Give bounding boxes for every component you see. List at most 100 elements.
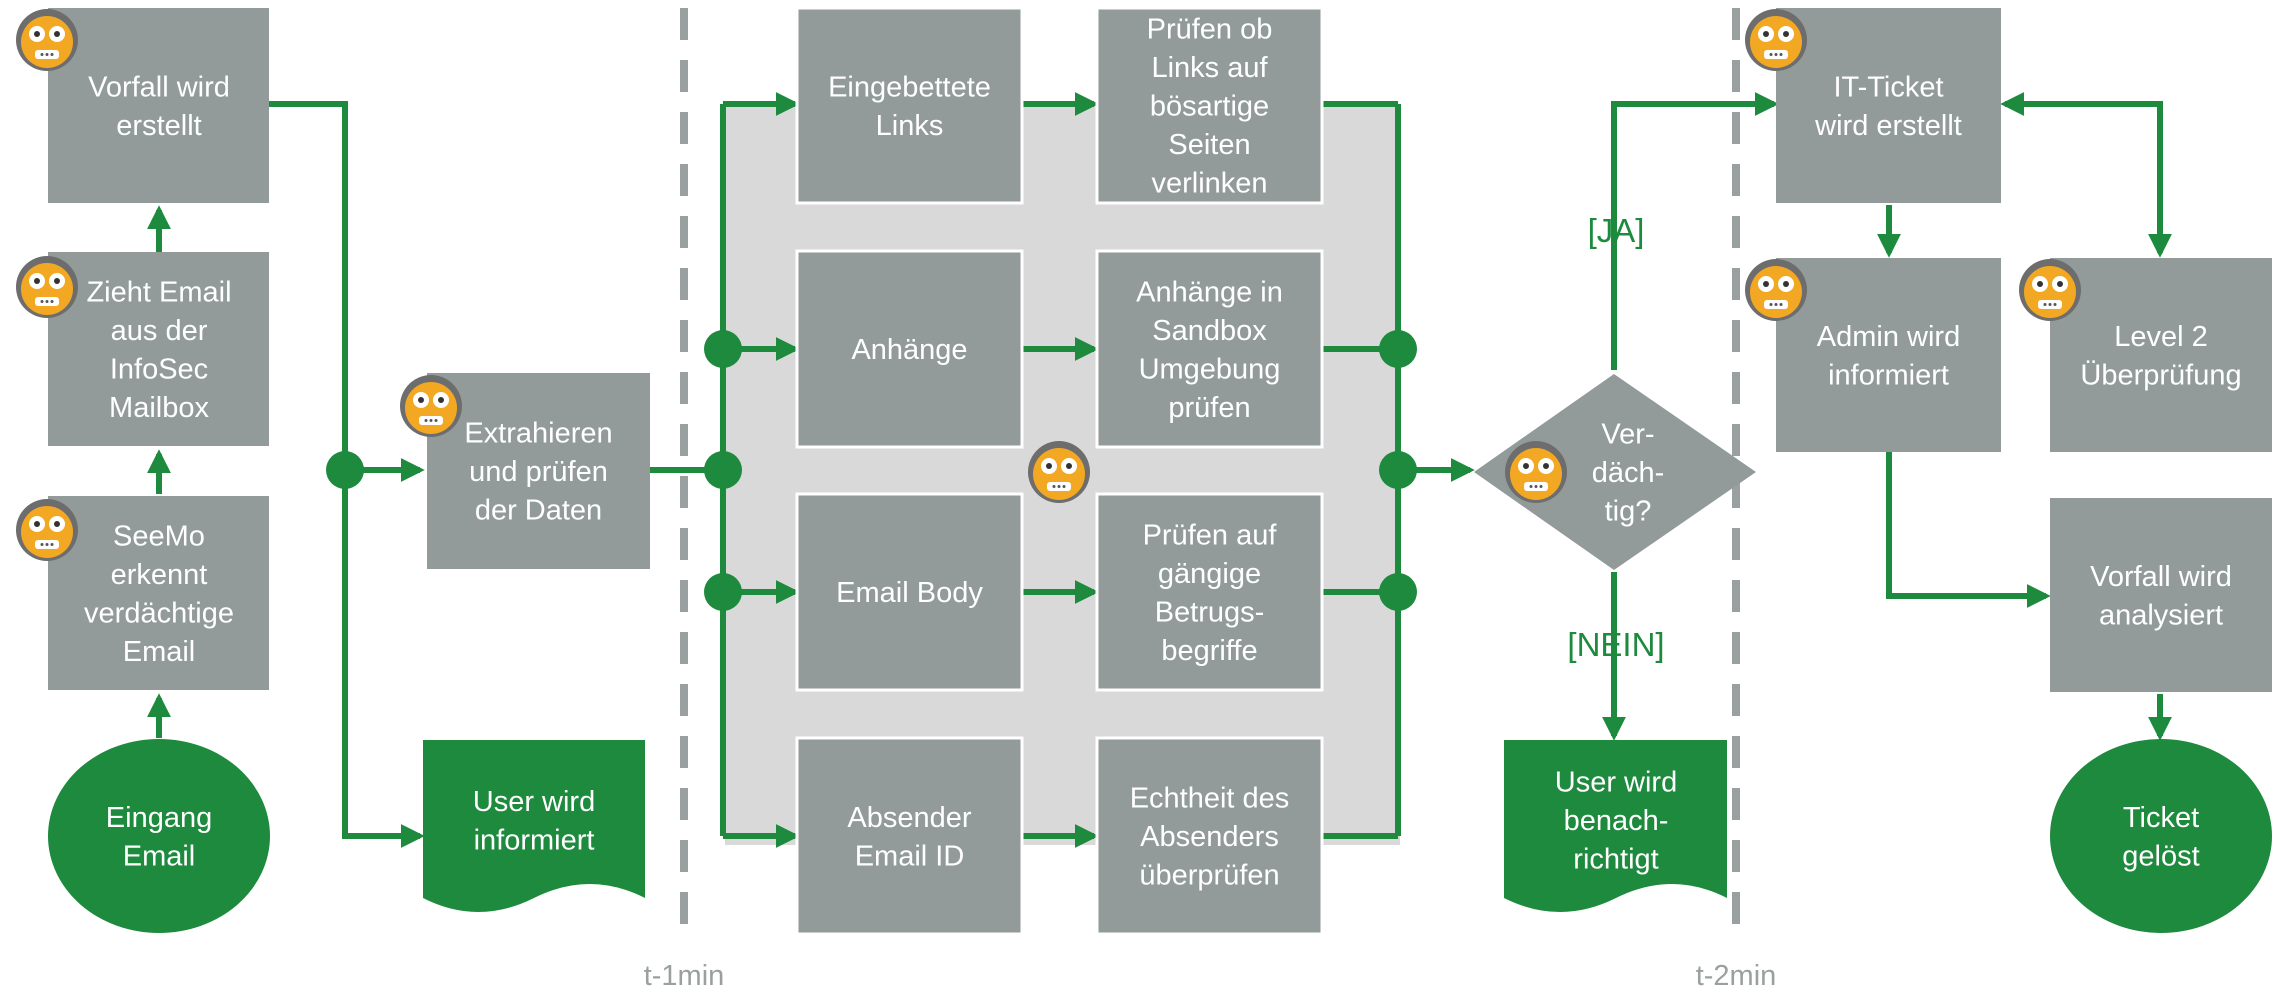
robot-face-icon xyxy=(1505,441,1567,503)
node-text-line: erstellt xyxy=(116,110,201,142)
node-extrahieren-text: Extrahieren und prüfen der Daten xyxy=(464,418,612,527)
node-text-line: verlinken xyxy=(1151,168,1267,200)
node-text-line: aus der xyxy=(111,315,208,347)
node-text-line: Prüfen auf xyxy=(1143,519,1278,551)
node-text-line: Eingang xyxy=(106,802,212,834)
node-user-informiert xyxy=(423,740,645,912)
node-level2-text: Level 2 Überprüfung xyxy=(2080,321,2241,392)
robot-face-icon xyxy=(16,499,78,561)
robot-face-icon xyxy=(1745,259,1807,321)
node-text-line: Email xyxy=(123,636,196,668)
node-absender-check xyxy=(1095,736,1324,936)
node-text-line: Links xyxy=(876,110,944,142)
node-text-line: InfoSec xyxy=(110,353,208,385)
node-zieht-email xyxy=(48,252,269,446)
node-text-line: bösartige xyxy=(1150,91,1269,123)
node-text-line: Email ID xyxy=(855,840,965,872)
node-seemo xyxy=(48,496,269,690)
node-text-line: Absenders xyxy=(1140,821,1279,853)
label-ja: [JA] xyxy=(1588,212,1645,249)
node-text-line: User wird xyxy=(473,786,595,818)
node-user-informiert-text: User wird informiert xyxy=(473,786,595,857)
node-links-check xyxy=(1095,6,1324,205)
node-anhaenge xyxy=(795,249,1024,449)
robot-face-icon xyxy=(16,256,78,318)
node-level2 xyxy=(2050,258,2272,452)
node-text-line: verdächtige xyxy=(84,597,234,629)
node-text-line: User wird xyxy=(1555,767,1677,799)
node-text-line: erkennt xyxy=(111,559,208,591)
label-t1min: t-1min xyxy=(644,960,725,992)
node-text-line: Ticket xyxy=(2123,802,2199,834)
node-body-text: Email Body xyxy=(836,577,983,609)
node-text-line: däch- xyxy=(1592,457,1665,489)
node-body xyxy=(795,492,1024,692)
node-ticket-geloest-text: Ticket gelöst xyxy=(2122,802,2199,873)
node-text-line: der Daten xyxy=(475,495,602,527)
node-text-line: Extrahieren xyxy=(464,418,612,450)
node-body-check xyxy=(1095,492,1324,692)
robot-face-icon xyxy=(1745,9,1807,71)
robot-face-icon xyxy=(400,375,462,437)
node-text-line: Links auf xyxy=(1151,52,1268,84)
node-anhaenge-check xyxy=(1095,249,1324,449)
node-text-line: Vorfall wird xyxy=(2090,561,2232,593)
node-text-line: IT-Ticket xyxy=(1833,71,1943,103)
node-text-line: gelöst xyxy=(2122,840,2199,872)
node-text-line: Seiten xyxy=(1168,129,1250,161)
node-user-benachrichtigt xyxy=(1504,740,1727,912)
node-text-line: Umgebung xyxy=(1139,353,1281,385)
node-text-line: informiert xyxy=(474,824,595,856)
node-text-line: wird erstellt xyxy=(1814,110,1962,142)
node-extrahieren xyxy=(427,373,650,569)
node-text-line: überprüfen xyxy=(1139,860,1279,892)
node-user-benachrichtigt-text: User wird benach-richtigt xyxy=(1555,767,1677,876)
node-absender xyxy=(795,736,1024,936)
node-text-line: Prüfen ob xyxy=(1147,14,1273,46)
robot-face-icon xyxy=(2019,259,2081,321)
node-text-line: SeeMo xyxy=(113,520,205,552)
node-text-line: analysiert xyxy=(2099,599,2223,631)
node-text-line: richtigt xyxy=(1573,844,1658,876)
label-t2min: t-2min xyxy=(1696,960,1777,992)
junction-dots xyxy=(326,330,1417,611)
node-text-line: Anhänge xyxy=(851,334,967,366)
node-text-line: Zieht Email xyxy=(86,276,231,308)
node-text-line: Vorfall wird xyxy=(88,71,230,103)
node-text-line: Anhänge in xyxy=(1136,276,1283,308)
node-text-line: Email Body xyxy=(836,577,983,609)
node-text-line: Admin wird xyxy=(1817,321,1960,353)
node-text-line: Betrugs- xyxy=(1155,596,1265,628)
node-eingang-email xyxy=(48,739,270,933)
node-vorfall-erstellt-text: Vorfall wird erstellt xyxy=(88,71,230,142)
node-text-line: Mailbox xyxy=(109,392,209,424)
node-text-line: Level 2 xyxy=(2114,321,2208,353)
node-text-line: und prüfen xyxy=(469,456,608,488)
node-text-line: Email xyxy=(123,840,196,872)
node-text-line: Absender xyxy=(847,802,971,834)
node-vorfall-erstellt xyxy=(48,8,269,203)
node-anhaenge-text: Anhänge xyxy=(851,334,967,366)
node-it-ticket xyxy=(1776,8,2001,203)
node-ticket-geloest xyxy=(2050,739,2272,933)
node-text-line: Eingebettete xyxy=(828,71,991,103)
node-text-line: prüfen xyxy=(1168,392,1250,424)
node-text-line: Sandbox xyxy=(1152,315,1267,347)
node-verdaechtig xyxy=(1474,374,1756,570)
node-text-line: benach- xyxy=(1564,805,1669,837)
node-verdaechtig-text: Ver-däch-tig? xyxy=(1592,419,1665,528)
node-links xyxy=(795,6,1024,205)
node-text-line: begriffe xyxy=(1161,635,1257,667)
node-text-line: Überprüfung xyxy=(2080,359,2241,391)
